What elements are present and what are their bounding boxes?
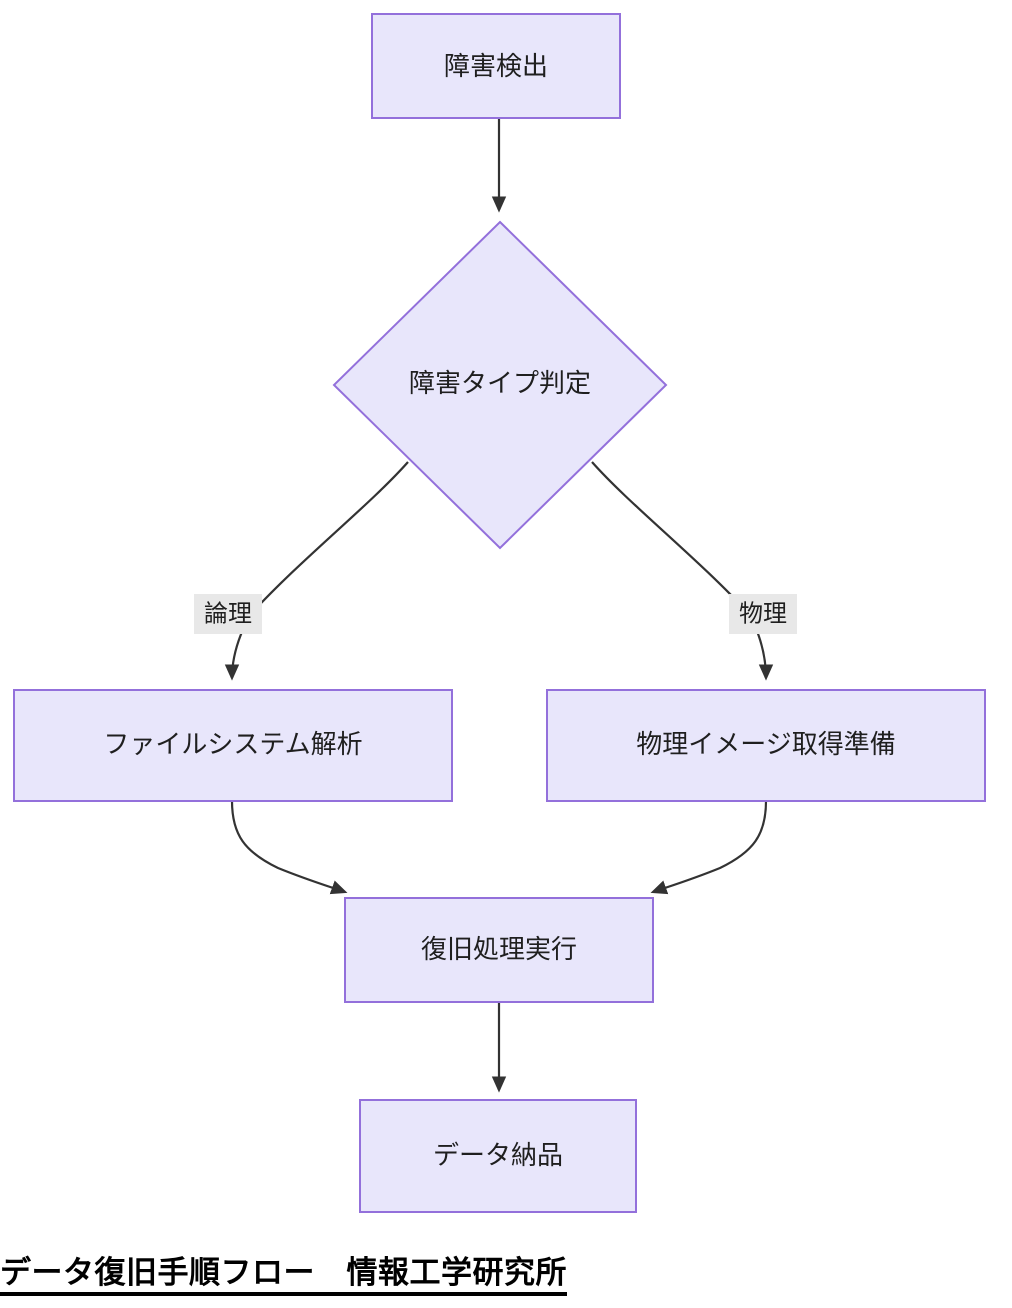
edge-label-logical: 論理: [194, 594, 262, 634]
edge-label-logical-text: 論理: [204, 600, 252, 627]
node-classify[interactable]: 障害タイプ判定: [332, 220, 668, 550]
diagram-caption: データ復旧手順フロー 情報工学研究所: [0, 1255, 567, 1296]
edge-label-physical: 物理: [729, 594, 797, 634]
node-classify-shape[interactable]: [332, 220, 668, 550]
edge-label-logical-bg: [194, 594, 262, 634]
node-deliver-shape[interactable]: [359, 1099, 637, 1213]
node-fs-label: ファイルシステム解析: [103, 729, 362, 759]
node-image[interactable]: 物理イメージ取得準備: [546, 689, 986, 802]
edge-label-physical-text: 物理: [739, 600, 787, 627]
node-image-shape[interactable]: [546, 689, 986, 802]
node-detect-label: 障害検出: [444, 51, 548, 81]
edge-classify-to-image: [591, 461, 774, 681]
node-deliver-label: データ納品: [433, 1140, 563, 1170]
edge-label-physical-bg: [729, 594, 797, 634]
node-fs[interactable]: ファイルシステム解析: [13, 689, 453, 802]
node-fs-shape[interactable]: [13, 689, 453, 802]
node-classify-label: 障害タイプ判定: [409, 368, 591, 398]
node-image-label: 物理イメージ取得準備: [636, 729, 895, 759]
node-recover[interactable]: 復旧処理実行: [344, 897, 654, 1003]
edge-classify-to-fs: [224, 461, 409, 681]
node-deliver[interactable]: データ納品: [359, 1099, 637, 1213]
edge-image-to-recover: [650, 800, 768, 895]
edge-fs-to-recover: [230, 800, 348, 895]
node-recover-label: 復旧処理実行: [421, 934, 577, 964]
node-recover-shape[interactable]: [344, 897, 654, 1003]
node-detect-shape[interactable]: [371, 13, 621, 119]
edges-layer: [224, 118, 774, 1093]
node-detect[interactable]: 障害検出: [371, 13, 621, 119]
